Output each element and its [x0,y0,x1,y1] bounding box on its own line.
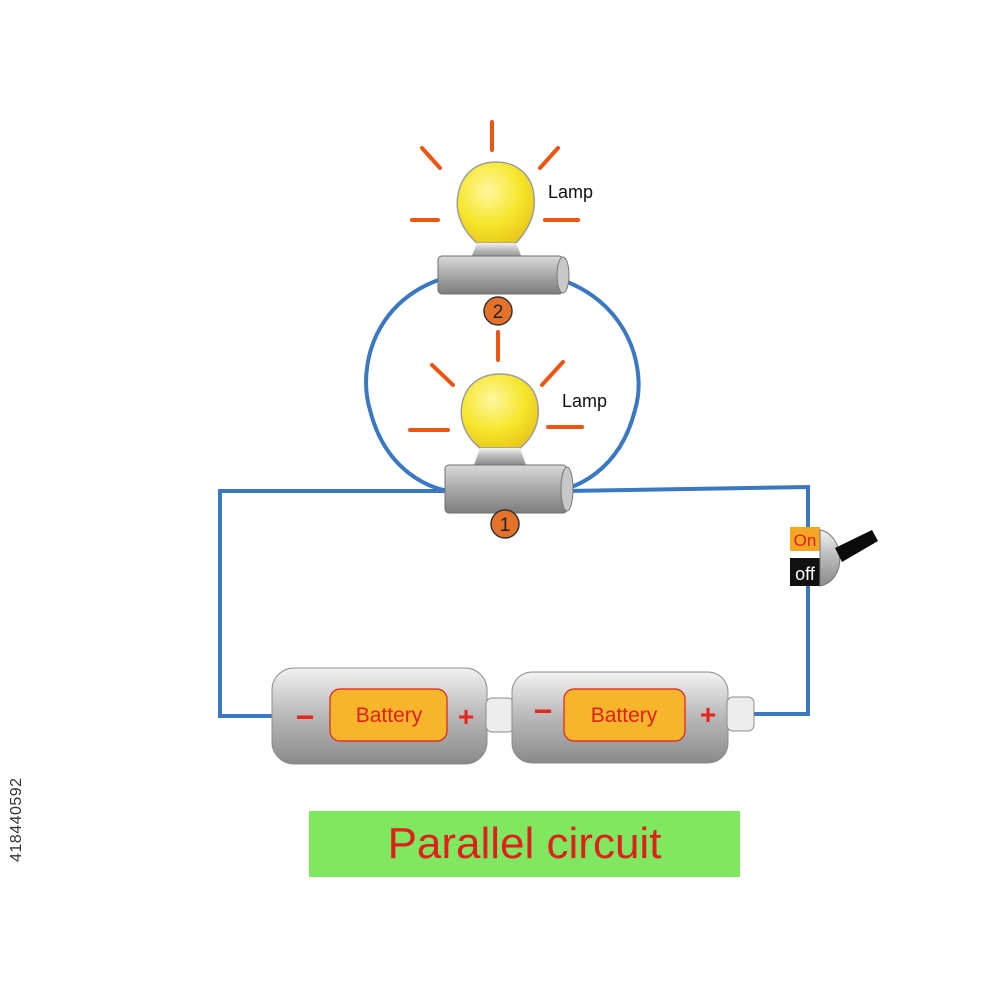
lamp-2-base [471,243,522,258]
lamp-1-holder [444,464,568,514]
battery-1-positive-sign: + [458,701,474,732]
right-wire [564,484,810,530]
lamp-1-label: Lamp [562,391,607,411]
lamp-1-base [474,448,526,465]
battery-1-label-box [329,688,448,742]
lamp-2-number-badge [483,296,513,326]
lamp-1: 1 Lamp [408,330,607,539]
battery-2-positive-sign: + [700,699,716,730]
battery-1-negative-sign: − [296,699,315,735]
switch-off-plate [790,558,820,586]
wires [218,268,810,718]
lamp-2-number: 2 [493,302,504,323]
lamp-2-label: Lamp [548,182,593,202]
switch-knob [819,529,841,587]
battery-1-label: Battery [356,704,423,727]
switch-lever [835,530,878,562]
switch: On off [790,527,878,587]
battery-2-label-box [563,688,686,742]
lamp-1-number-badge [490,509,520,539]
battery-2-terminal [726,696,755,732]
switch-off-label: off [795,564,816,584]
battery-2: Battery − + [511,671,755,764]
title-banner: Parallel circuit [309,811,740,877]
switch-on-label: On [794,531,817,550]
switch-on-plate [790,527,820,551]
lamp-1-rays [408,330,584,432]
battery-2-negative-sign: − [534,693,553,729]
lamp-2-rays [410,120,580,222]
lamp-2-bulb [456,161,536,244]
diagram-title: Parallel circuit [387,819,662,868]
battery-2-label: Battery [591,704,658,727]
battery-1-terminal [485,697,515,733]
lamp-1-number: 1 [500,515,511,536]
lamp-2-holder [437,255,564,295]
switch-to-battery-wire [752,585,810,716]
parallel-loop-wire [364,268,641,494]
left-wire [218,489,445,718]
lamp-1-bulb [460,373,540,449]
stock-id: 418440592 [8,777,25,862]
lamp-2: 2 Lamp [410,120,593,326]
battery-1: Battery − + [271,667,515,765]
